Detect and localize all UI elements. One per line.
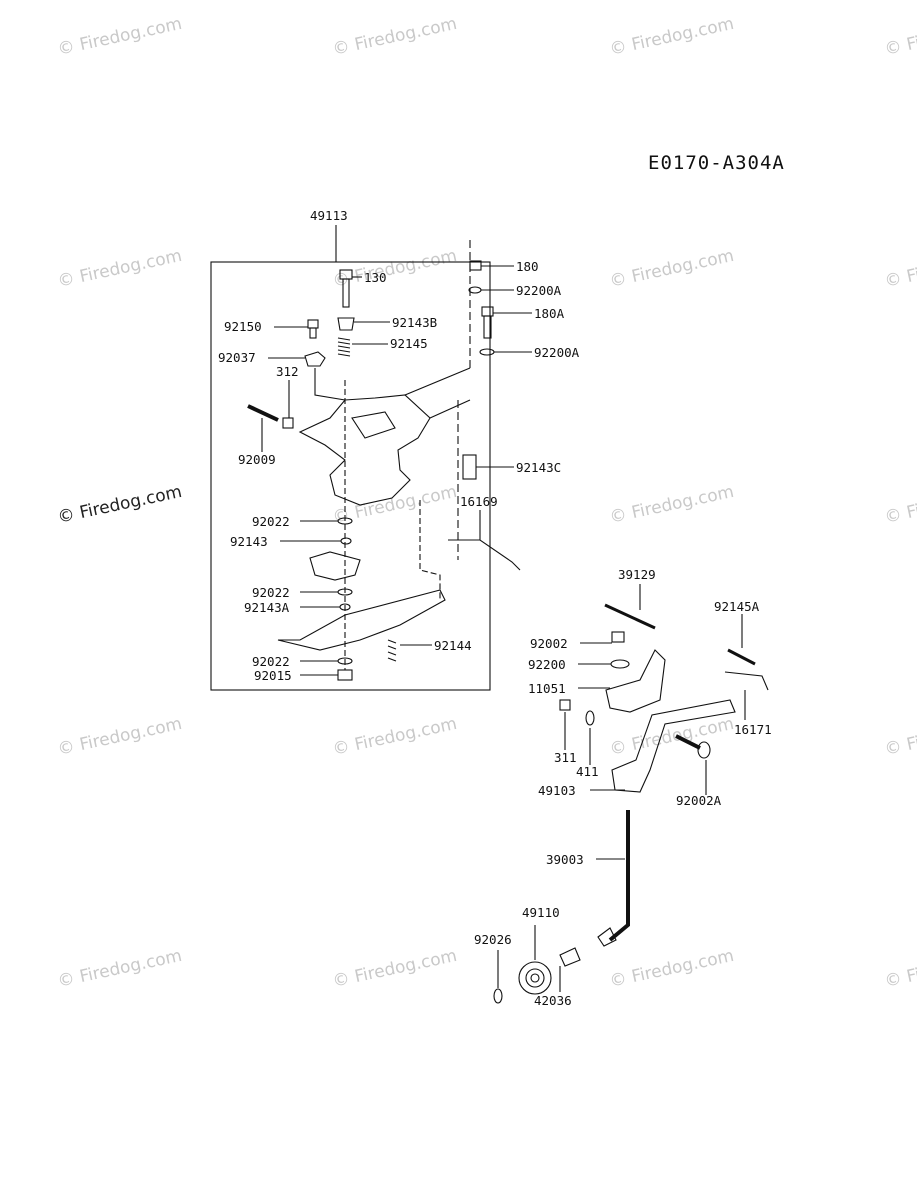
- label-92143a: 92143A: [244, 600, 290, 615]
- label-92009: 92009: [238, 452, 276, 467]
- label-180a: 180A: [534, 306, 565, 321]
- gear-49110: [518, 925, 552, 995]
- lever-49103: [590, 699, 736, 793]
- bolt-92002: [580, 631, 625, 644]
- bolt-130: [339, 269, 362, 308]
- label-92144: 92144: [434, 638, 472, 653]
- label-92143: 92143: [230, 534, 268, 549]
- label-92022: 92022: [252, 514, 290, 529]
- label-92200: 92200: [528, 657, 566, 672]
- label-92150: 92150: [224, 319, 262, 334]
- label-92022: 92022: [252, 585, 290, 600]
- spring-92144: [387, 639, 432, 662]
- label-49113: 49113: [310, 208, 348, 223]
- label-42036: 42036: [534, 993, 572, 1008]
- label-130: 130: [364, 270, 387, 285]
- label-39003: 39003: [546, 852, 584, 867]
- washer-stack: [280, 380, 361, 670]
- bolt-92009: [247, 380, 294, 452]
- spring-92145a: [727, 614, 756, 666]
- label-411: 411: [576, 764, 599, 779]
- nut-311: [559, 699, 571, 750]
- pin-42036: [559, 947, 581, 992]
- washer-92026: [493, 950, 503, 1004]
- spring-39129: [604, 584, 656, 630]
- part-labels: 49113 130 180 92200A 180A 92143B 92150 9…: [218, 208, 772, 1008]
- label-11051: 11051: [528, 681, 566, 696]
- lever-11051: [578, 649, 666, 713]
- washer-411: [585, 710, 595, 765]
- spring-92145: [337, 337, 388, 357]
- diagram-code: E0170-A304A: [648, 152, 785, 174]
- label-49110: 49110: [522, 905, 560, 920]
- label-92037: 92037: [218, 350, 256, 365]
- washer-92200: [578, 659, 630, 669]
- nut-92015: [337, 669, 353, 681]
- label-92143c: 92143C: [516, 460, 561, 475]
- bolt-180: [468, 260, 514, 294]
- label-16171: 16171: [734, 722, 772, 737]
- bolt-92150: [274, 319, 319, 339]
- bolt-92002a: [675, 734, 711, 795]
- label-180: 180: [516, 259, 539, 274]
- clamp-92037: [268, 351, 326, 367]
- label-92143b: 92143B: [392, 315, 437, 330]
- shaft-39003: [596, 810, 630, 947]
- label-92200a: 92200A: [516, 283, 562, 298]
- label-39129: 39129: [618, 567, 656, 582]
- label-92002a: 92002A: [676, 793, 722, 808]
- label-92145a: 92145A: [714, 599, 760, 614]
- collar-92143b: [337, 317, 390, 331]
- label-92022: 92022: [252, 654, 290, 669]
- label-16169: 16169: [460, 494, 498, 509]
- bracket-plate: [298, 240, 471, 560]
- bolt-180a: [479, 306, 532, 356]
- label-92145: 92145: [390, 336, 428, 351]
- label-49103: 49103: [538, 783, 576, 798]
- label-92026: 92026: [474, 932, 512, 947]
- lever-lower: [277, 589, 446, 651]
- label-312: 312: [276, 364, 299, 379]
- label-92002: 92002: [530, 636, 568, 651]
- label-311: 311: [554, 750, 577, 765]
- rod-16171: [724, 671, 769, 720]
- assembly-box: [210, 261, 491, 691]
- label-92015: 92015: [254, 668, 292, 683]
- spacer-92143c: [462, 454, 514, 480]
- drawing-lines: [210, 225, 769, 1004]
- rod-16169: [419, 500, 521, 600]
- label-92200a: 92200A: [534, 345, 580, 360]
